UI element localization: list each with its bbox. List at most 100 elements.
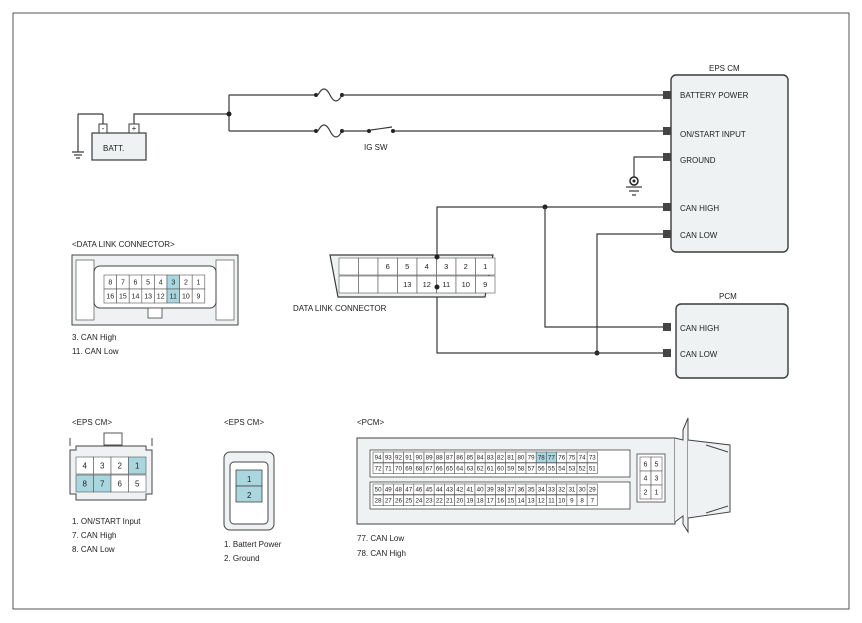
dlc-schematic-pin-12-label: 12 xyxy=(423,280,431,289)
pcm-pin-33-label: 33 xyxy=(548,486,555,493)
dlc-schematic-pin-4-label: 4 xyxy=(425,262,429,271)
battery: - + BATT. xyxy=(72,113,229,161)
pcm-pin-29-label: 29 xyxy=(589,486,596,493)
dlc-schematic-pin-9-cell xyxy=(475,275,496,294)
eps1-note-3: 8. CAN Low xyxy=(72,545,115,554)
eps2-pin-1: 1 xyxy=(247,475,252,484)
pcm-pin-58-label: 58 xyxy=(517,465,524,472)
pcm-side-pin-1-cell xyxy=(650,484,663,500)
dlc-pin-1-label: 1 xyxy=(197,280,201,287)
dlc-schematic-pin-1-label: 1 xyxy=(483,262,487,271)
eps1-pin-4-label: 4 xyxy=(83,461,88,470)
pcm-view-title: <PCM> xyxy=(357,418,384,427)
pcm-pin-88-label: 88 xyxy=(436,454,443,461)
dlc-pin-12-label: 12 xyxy=(157,294,165,301)
dlc-schematic-pin-3-label: 3 xyxy=(444,262,448,271)
dlc-pin-15-label: 15 xyxy=(119,294,127,301)
eps1-pin-8-label: 8 xyxy=(83,479,88,488)
pcm-pin-15-label: 15 xyxy=(507,497,514,504)
ground-icon xyxy=(72,151,84,159)
pcm-pin-60-label: 60 xyxy=(497,465,504,472)
eps1-pin-2-label: 2 xyxy=(118,461,123,470)
pcm-pin-23-label: 23 xyxy=(426,497,433,504)
pcm-pin-69-label: 69 xyxy=(405,465,412,472)
eps2-note-1: 1. Battert Power xyxy=(224,540,282,549)
eps1-pin-5-label: 5 xyxy=(135,479,140,488)
dlc-schematic-pin-10-label: 10 xyxy=(462,280,470,289)
pcm-pin-75-label: 75 xyxy=(568,454,575,461)
pcm-pin-8-label: 8 xyxy=(580,497,584,504)
ig-switch-label: IG SW xyxy=(364,143,388,152)
dlc-schematic-pin-11-label: 11 xyxy=(442,280,450,289)
pcm-pin-49-label: 49 xyxy=(385,486,392,493)
pcm-pin-53-label: 53 xyxy=(568,465,575,472)
dlc-view-title: <DATA LINK CONNECTOR> xyxy=(72,240,175,249)
pcm-pin-44-label: 44 xyxy=(436,486,443,493)
eps-ground-wire xyxy=(626,156,663,196)
dlc-schematic-pin-blank-cell xyxy=(338,257,359,276)
pcm-pin-54-label: 54 xyxy=(558,465,565,472)
pcm-side-pin-4-label: 4 xyxy=(644,476,648,483)
dlc-schematic-pin-2-label: 2 xyxy=(464,262,468,271)
pcm-pin-55-label: 55 xyxy=(548,465,555,472)
pcm-pin-74-label: 74 xyxy=(579,454,586,461)
pcm-pin-43-label: 43 xyxy=(446,486,453,493)
pcm-pin-76-label: 76 xyxy=(558,454,565,461)
pcm-pin-39-label: 39 xyxy=(487,486,494,493)
eps1-pin-7-label: 7 xyxy=(100,479,105,488)
pcm-pin-24-label: 24 xyxy=(415,497,422,504)
dlc-pin-6-label: 6 xyxy=(134,280,138,287)
dlc-pin-11-label: 11 xyxy=(170,294,177,301)
diagram-frame xyxy=(12,12,850,610)
pcm-pin-52-label: 52 xyxy=(579,465,586,472)
pcm-pin-47-label: 47 xyxy=(405,486,412,493)
pcm-pin-61-label: 61 xyxy=(487,465,494,472)
pcm-pin-40-label: 40 xyxy=(477,486,484,493)
pcm-pin-35-label: 35 xyxy=(528,486,535,493)
pcm-side-pin-6-label: 6 xyxy=(644,462,648,469)
battery-power-wire xyxy=(226,88,663,131)
pcm-pin-92-label: 92 xyxy=(395,454,402,461)
eps2-pin-2: 2 xyxy=(247,491,252,500)
pcm-pin-85-label: 85 xyxy=(466,454,473,461)
pcm-pin-50-label: 50 xyxy=(375,486,382,493)
dlc-schematic-pin-blank-cell xyxy=(358,275,379,294)
pcm-pin-41-label: 41 xyxy=(466,486,473,493)
eps-pin-ground: GROUND xyxy=(680,156,716,165)
dlc-pin-10-label: 10 xyxy=(182,294,190,301)
pcm-pin-64-label: 64 xyxy=(456,465,463,472)
pcm-pin-42-label: 42 xyxy=(456,486,463,493)
dlc-schematic-pin-13-label: 13 xyxy=(403,280,411,289)
eps2-title: <EPS CM> xyxy=(224,418,264,427)
eps1-title: <EPS CM> xyxy=(72,418,112,427)
pcm-pin-87-label: 87 xyxy=(446,454,453,461)
pcm-title: PCM xyxy=(719,292,737,301)
eps-pin-can-high: CAN HIGH xyxy=(680,204,719,213)
pcm-pin-81-label: 81 xyxy=(507,454,514,461)
dlc-schematic-pin-9-label: 9 xyxy=(483,280,487,289)
pcm-pin-83-label: 83 xyxy=(487,454,494,461)
pcm-pin-12-label: 12 xyxy=(538,497,545,504)
eps-cm-title: EPS CM xyxy=(709,64,740,73)
dlc-schematic-label: DATA LINK CONNECTOR xyxy=(293,304,387,313)
pcm-note-2: 78. CAN High xyxy=(357,549,406,558)
pcm-pin-73-label: 73 xyxy=(589,454,596,461)
dlc-pin-3-label: 3 xyxy=(171,280,175,287)
pcm-pin-79-label: 79 xyxy=(528,454,535,461)
pcm-pin-62-label: 62 xyxy=(477,465,484,472)
pcm-pin-90-label: 90 xyxy=(415,454,422,461)
pcm-side-pin-1-label: 1 xyxy=(655,490,659,497)
pcm-pin-9-label: 9 xyxy=(570,497,574,504)
pcm-pin-77-label: 77 xyxy=(548,454,555,461)
dlc-pin-4-label: 4 xyxy=(159,280,163,287)
pcm-pin-70-label: 70 xyxy=(395,465,402,472)
pcm-pin-45-label: 45 xyxy=(426,486,433,493)
pcm-pin-31-label: 31 xyxy=(568,486,575,493)
ignition-wire: IG SW xyxy=(229,124,663,152)
pcm-pin-14-label: 14 xyxy=(517,497,524,504)
pcm-pin-18-label: 18 xyxy=(477,497,484,504)
dlc-schematic-pin-blank-cell xyxy=(377,275,398,294)
pcm-pin-7-cell xyxy=(586,494,598,506)
